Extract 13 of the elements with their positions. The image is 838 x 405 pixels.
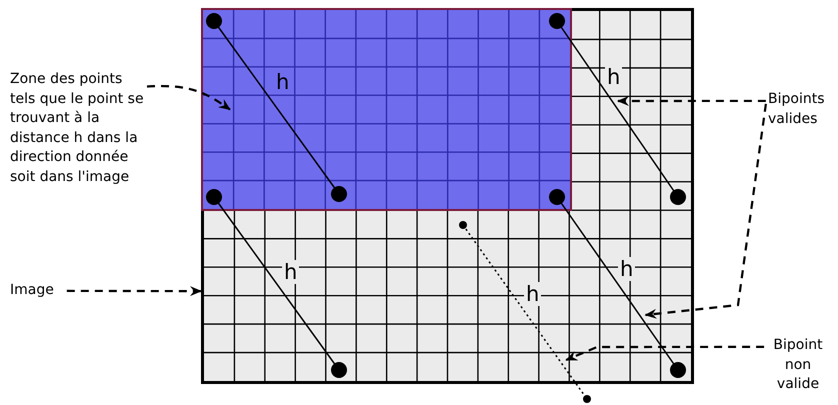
valid-bipoints-label: Bipoints valides xyxy=(768,90,838,132)
image-grid xyxy=(201,8,694,384)
distance-label: h xyxy=(618,257,636,281)
distance-label: h xyxy=(282,260,300,284)
leader-arrow xyxy=(146,85,231,110)
leader-arrow xyxy=(66,286,202,296)
invalid-bipoint-label: Bipoint non valide xyxy=(766,336,830,400)
distance-label: h xyxy=(524,282,542,306)
leader-arrow xyxy=(644,104,767,319)
zone-description: Zone des points tels que le point se trouvant à la distance h dans la direction donnée soit dans l'image xyxy=(10,70,146,220)
leader-arrow xyxy=(565,346,764,362)
image-label: Image xyxy=(10,281,68,303)
leader-arrow xyxy=(617,96,766,106)
